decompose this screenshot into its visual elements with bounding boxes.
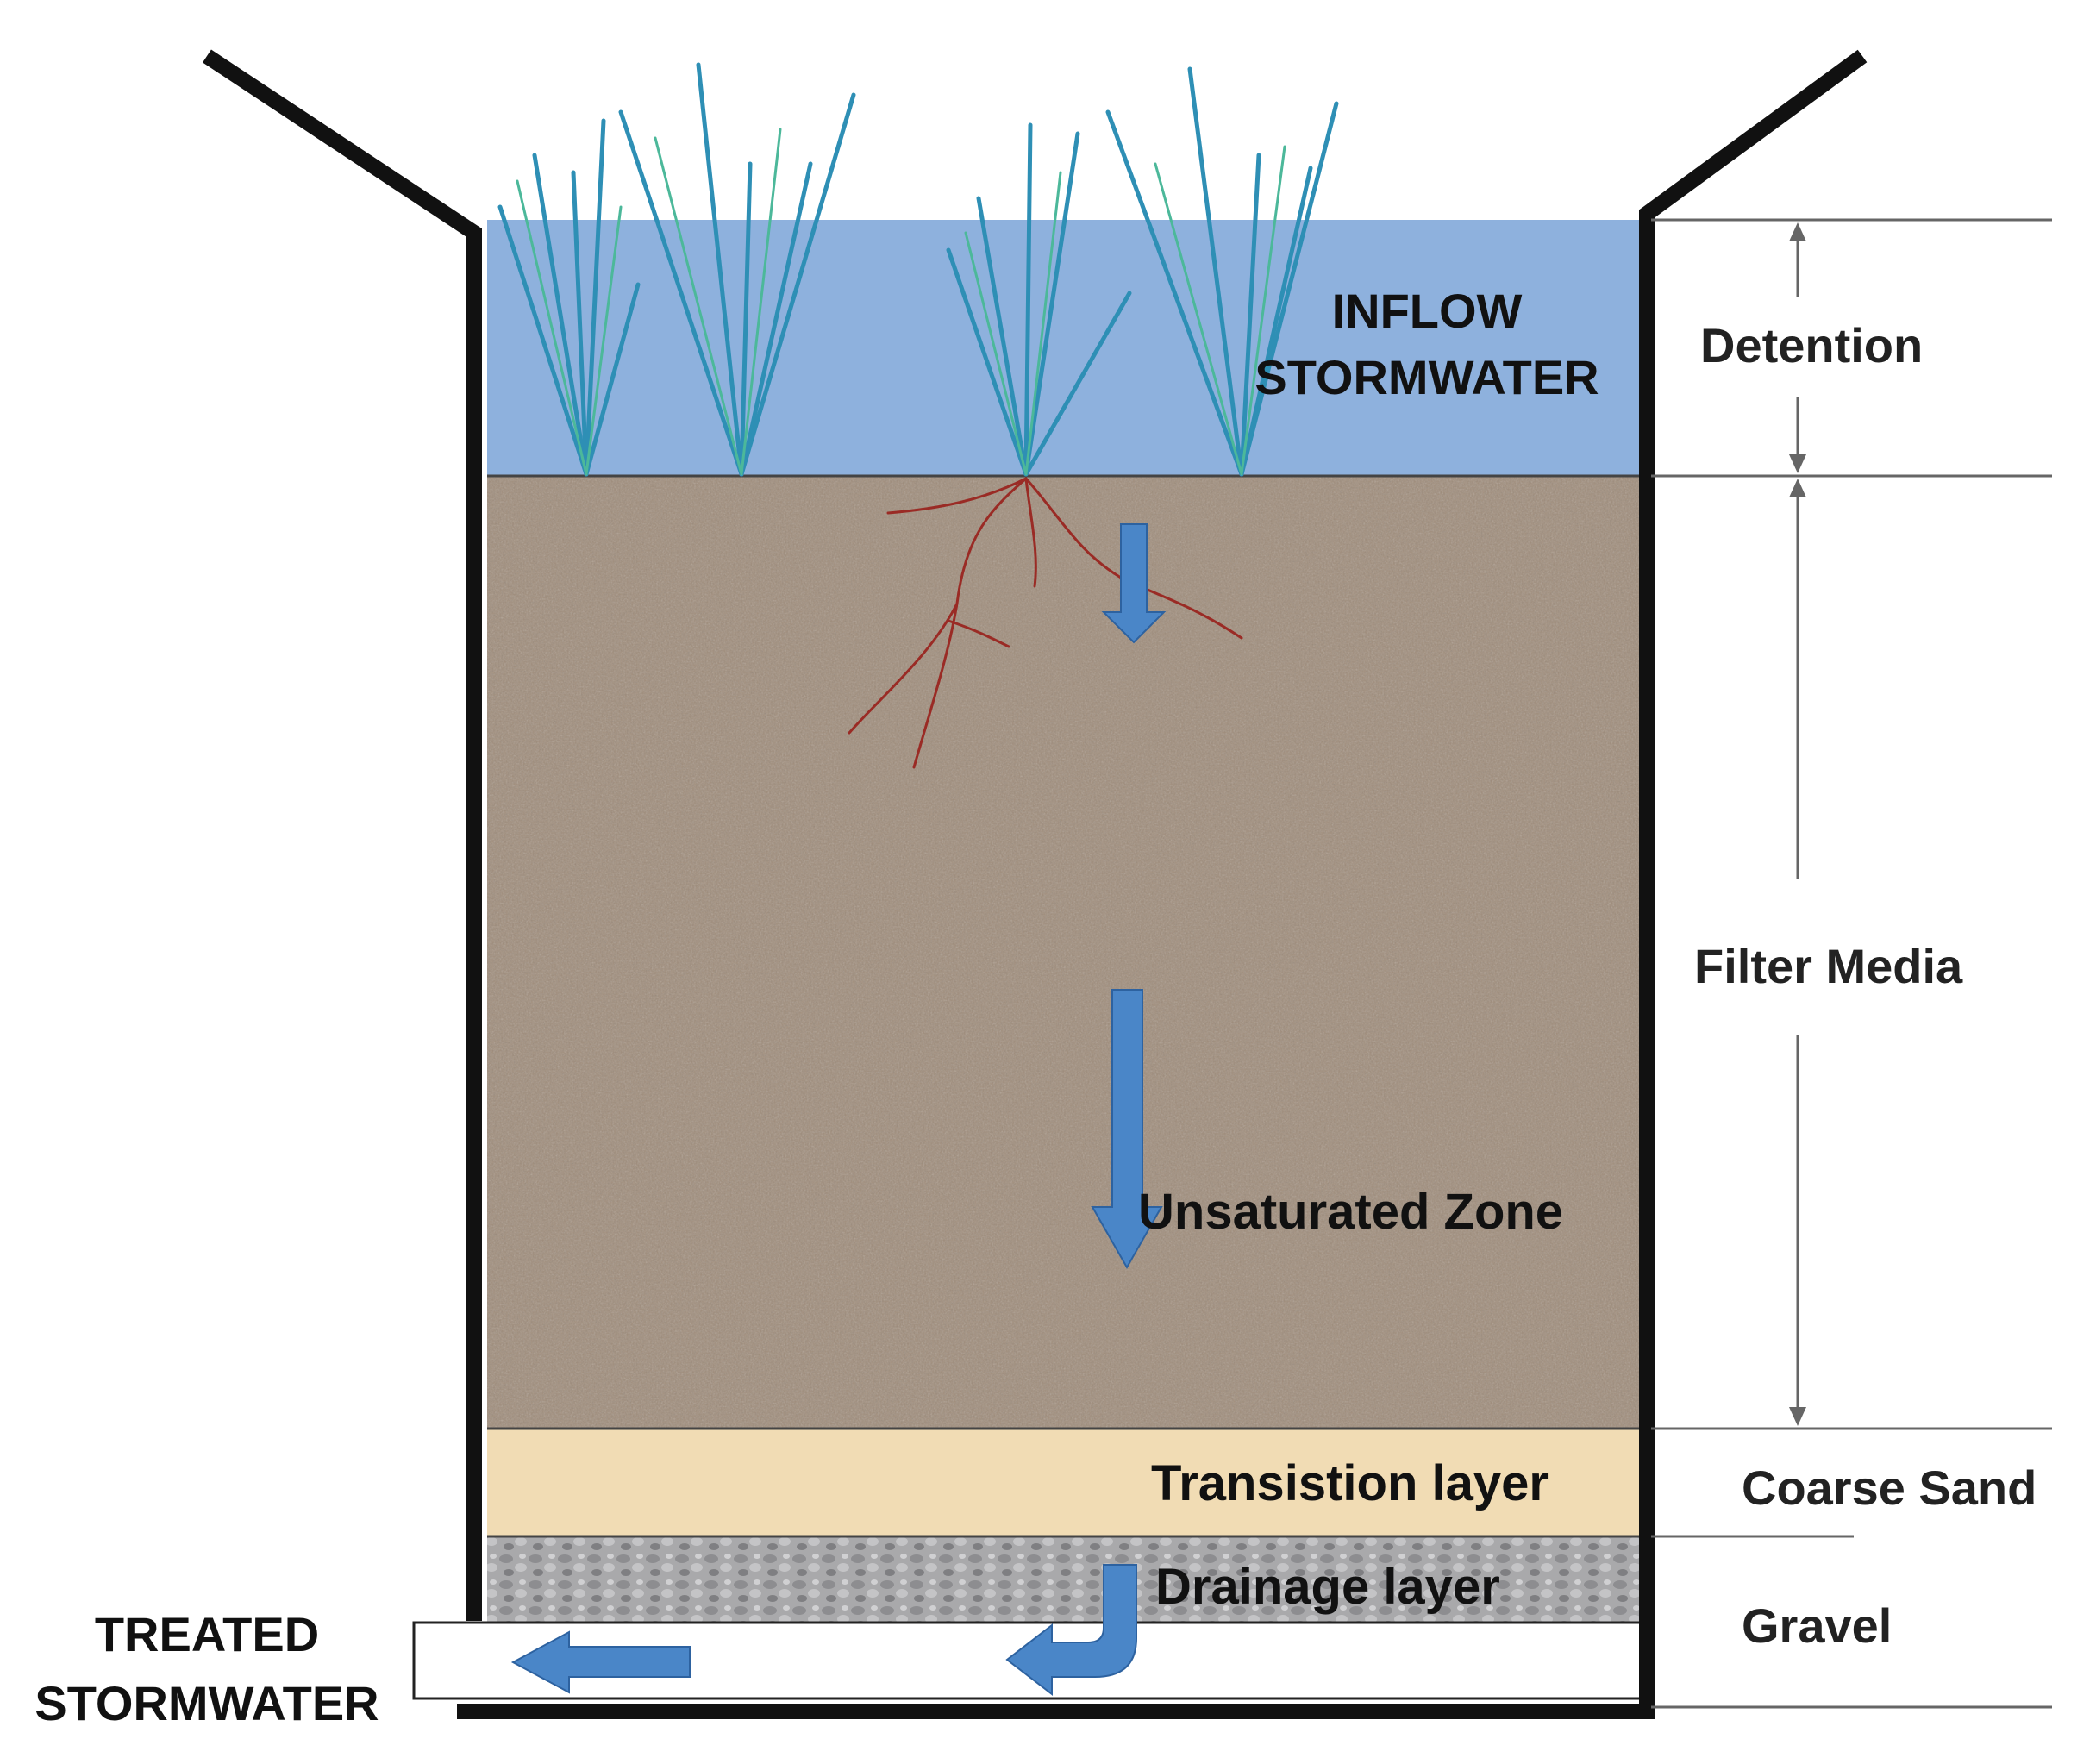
arrow-down-long — [1091, 989, 1163, 1270]
coarse-sand-label: Coarse Sand — [1742, 1461, 2037, 1515]
dimension-lines — [1651, 218, 2052, 1709]
transition-layer-label: Transistion layer — [1151, 1455, 1549, 1511]
treated-label-line1: TREATED — [95, 1607, 319, 1661]
gravel-label: Gravel — [1742, 1598, 1892, 1653]
detention-label: Detention — [1700, 318, 1923, 372]
container-walls — [203, 49, 1868, 1719]
drainage-layer-label: Drainage layer — [1155, 1559, 1500, 1615]
filter-media-label: Filter Media — [1694, 939, 1963, 993]
dimension-arrowheads — [1789, 222, 1806, 1426]
treated-label-line2: STORMWATER — [34, 1676, 379, 1730]
inflow-label-line2: STORMWATER — [1254, 350, 1599, 404]
arrow-down-small — [1101, 523, 1167, 644]
water-layer — [487, 220, 1647, 476]
drainage-layer — [487, 1536, 1647, 1623]
unsaturated-zone-label: Unsaturated Zone — [1138, 1184, 1563, 1240]
transition-layer — [487, 1429, 1647, 1536]
arrow-elbow — [1005, 1564, 1137, 1697]
flow-arrows — [510, 523, 1167, 1697]
layer-boundaries — [487, 474, 1647, 1538]
filter-media-texture — [487, 476, 1647, 1429]
inflow-label-line1: INFLOW — [1332, 284, 1523, 338]
arrow-left-outlet — [510, 1630, 691, 1694]
grass-plants — [497, 62, 1339, 477]
